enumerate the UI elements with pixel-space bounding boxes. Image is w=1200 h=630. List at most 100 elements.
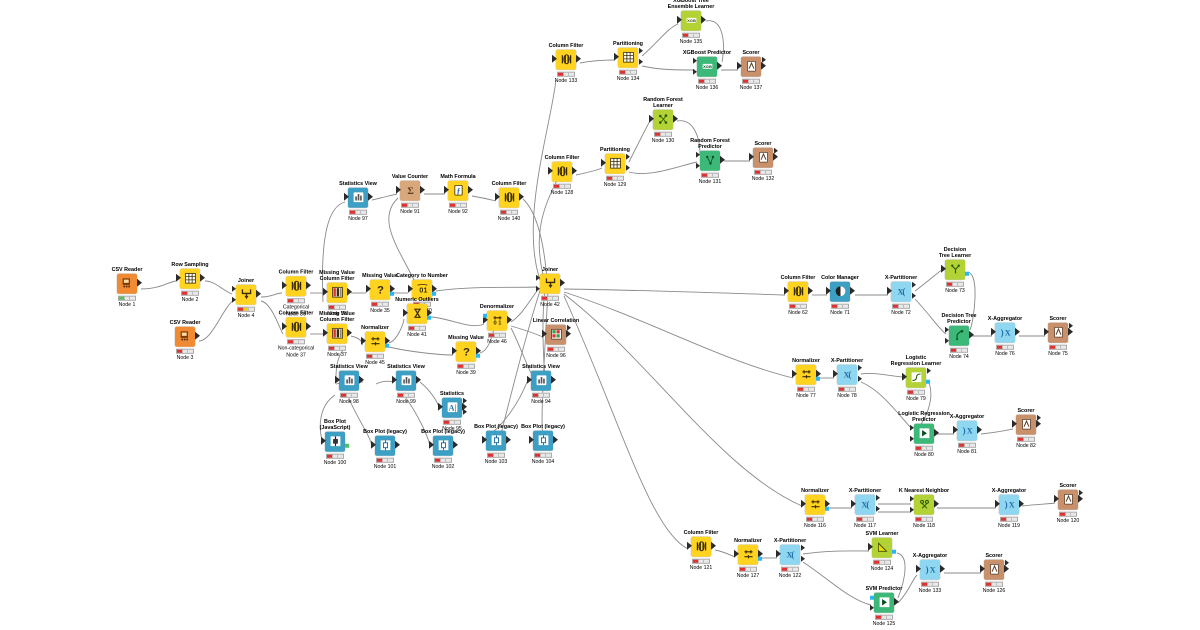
node-body[interactable] xyxy=(1054,489,1083,510)
node-body[interactable] xyxy=(323,323,352,344)
node-output-port[interactable] xyxy=(1019,499,1024,508)
node-input-port[interactable] xyxy=(687,541,692,550)
node-output-port[interactable] xyxy=(553,435,558,444)
node-output-port[interactable] xyxy=(758,549,763,558)
node-input-port[interactable] xyxy=(529,435,534,444)
node-body[interactable]: XGB xyxy=(677,10,706,31)
node-output-port[interactable] xyxy=(858,375,862,382)
node-output-port[interactable] xyxy=(390,284,395,293)
node-body[interactable]: )X xyxy=(991,322,1020,343)
node-input-port[interactable] xyxy=(392,375,397,384)
node-body[interactable] xyxy=(536,273,565,294)
node-input-port[interactable] xyxy=(887,286,892,295)
node-body[interactable]: Σ xyxy=(396,180,425,201)
node-input-port[interactable] xyxy=(945,337,949,344)
node-model-port[interactable] xyxy=(965,271,969,276)
node-output-port[interactable] xyxy=(453,440,458,449)
node-body[interactable] xyxy=(734,544,763,565)
node-body[interactable] xyxy=(792,364,821,385)
node-output-port[interactable] xyxy=(876,505,880,512)
node-input-port[interactable] xyxy=(870,604,874,611)
node-body[interactable] xyxy=(176,268,205,289)
node-input-port[interactable] xyxy=(282,281,287,290)
node-input-port[interactable] xyxy=(548,166,553,175)
node-output-port[interactable] xyxy=(427,308,432,317)
node-body[interactable] xyxy=(117,273,142,294)
node-body[interactable] xyxy=(910,423,939,444)
workflow-node-node-103[interactable]: Box Plot (legacy)Node 103 xyxy=(469,424,523,465)
node-input-port[interactable] xyxy=(749,152,754,161)
node-model-port[interactable] xyxy=(390,291,394,296)
node-body[interactable] xyxy=(344,187,373,208)
node-body[interactable] xyxy=(548,161,577,182)
workflow-node-node-104[interactable]: Box Plot (legacy)Node 104 xyxy=(516,424,570,465)
node-output-port[interactable] xyxy=(1037,414,1041,421)
node-input-port[interactable] xyxy=(536,274,540,281)
node-body[interactable] xyxy=(371,435,400,456)
node-output-port[interactable] xyxy=(468,185,473,194)
node-body[interactable] xyxy=(826,281,855,302)
node-input-port[interactable] xyxy=(734,549,739,558)
node-body[interactable] xyxy=(429,435,458,456)
node-input-port[interactable] xyxy=(1044,327,1049,336)
node-output-port[interactable] xyxy=(1069,322,1073,329)
node-body[interactable]: )X xyxy=(953,420,982,441)
node-output-port[interactable] xyxy=(195,331,200,340)
node-output-port[interactable] xyxy=(969,330,974,339)
node-body[interactable]: ? xyxy=(452,341,481,362)
node-input-port[interactable] xyxy=(696,151,700,158)
node-input-port[interactable] xyxy=(542,329,547,338)
node-output-port[interactable] xyxy=(1015,327,1020,336)
node-output-port[interactable] xyxy=(1005,559,1009,566)
node-input-port[interactable] xyxy=(953,425,958,434)
node-body[interactable]: )X xyxy=(995,494,1024,515)
node-output-port[interactable] xyxy=(567,324,571,331)
node-body[interactable] xyxy=(601,153,630,174)
node-output-port[interactable] xyxy=(858,364,862,371)
node-body[interactable]: X( xyxy=(851,494,880,515)
node-output-port[interactable] xyxy=(912,292,916,299)
node-body[interactable] xyxy=(527,370,556,391)
node-body[interactable] xyxy=(945,325,974,346)
node-output-port[interactable] xyxy=(551,375,556,384)
node-output-port[interactable] xyxy=(912,281,916,288)
node-body[interactable]: A| xyxy=(438,397,467,418)
node-output-port[interactable] xyxy=(395,440,400,449)
node-input-port[interactable] xyxy=(614,52,619,61)
node-model-port[interactable] xyxy=(892,549,896,554)
node-body[interactable]: )X xyxy=(916,559,945,580)
node-input-port[interactable] xyxy=(282,322,287,331)
node-output-port[interactable] xyxy=(934,428,939,437)
node-body[interactable] xyxy=(649,109,678,130)
node-output-port[interactable] xyxy=(825,499,830,508)
node-body[interactable] xyxy=(980,559,1009,580)
node-model-port[interactable] xyxy=(758,556,762,561)
node-output-port[interactable] xyxy=(1078,494,1083,503)
node-body[interactable] xyxy=(749,147,778,168)
node-input-port[interactable] xyxy=(344,192,349,201)
node-body[interactable] xyxy=(175,326,200,347)
node-model-port[interactable] xyxy=(385,343,389,348)
